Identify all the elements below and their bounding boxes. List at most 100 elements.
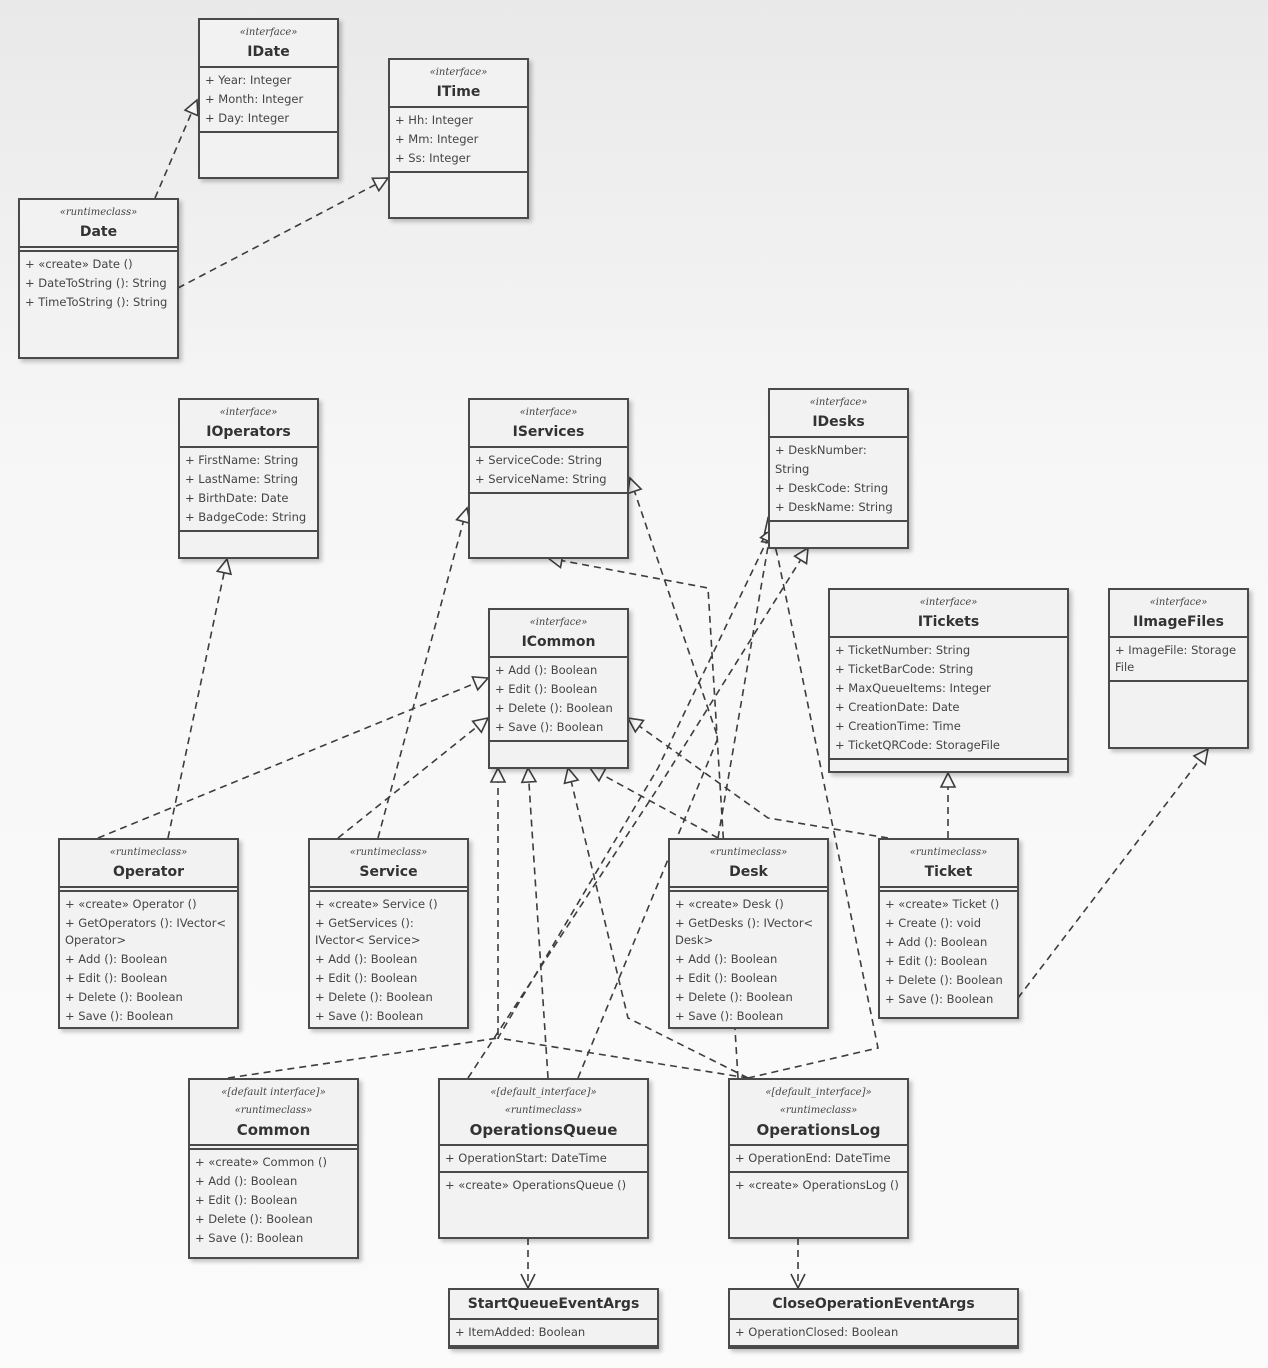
- operation[interactable]: + TimeToString (): String: [25, 295, 168, 309]
- attribute[interactable]: + TicketQRCode: StorageFile: [835, 738, 1000, 752]
- operation[interactable]: + Save (): Boolean: [675, 1009, 784, 1023]
- class-close-operation-event-args[interactable]: CloseOperationEventArgs + OperationClosed…: [728, 1288, 1019, 1349]
- operation[interactable]: + GetOperators (): IVector< Operator>: [65, 916, 227, 947]
- operation[interactable]: + «create» OperationsLog (): [735, 1178, 899, 1192]
- attribute[interactable]: + TicketNumber: String: [835, 643, 971, 657]
- operation[interactable]: + Edit (): Boolean: [65, 971, 168, 985]
- attribute[interactable]: + Year: Integer: [205, 73, 292, 87]
- attribute[interactable]: + BadgeCode: String: [185, 510, 307, 524]
- operation[interactable]: + Delete (): Boolean: [675, 990, 793, 1004]
- operation[interactable]: + «create» OperationsQueue (): [445, 1178, 627, 1192]
- relation-oplog-to-idesks[interactable]: [496, 527, 774, 1079]
- operation[interactable]: + Add (): Boolean: [675, 952, 778, 966]
- relation-operator-to-icommon[interactable]: [97, 677, 489, 839]
- attribute[interactable]: + ImageFile: Storage File: [1115, 643, 1237, 674]
- operation[interactable]: + «create» Common (): [195, 1155, 327, 1169]
- class-name[interactable]: IDesks: [812, 414, 865, 430]
- class-name[interactable]: IDate: [247, 44, 290, 60]
- class-name[interactable]: Desk: [729, 864, 768, 880]
- class-idesks[interactable]: «interface»IDesks+ DeskNumber: String+ D…: [768, 388, 909, 549]
- operation[interactable]: + DateToString (): String: [25, 276, 167, 290]
- relation-oplog-to-icommon[interactable]: [567, 767, 749, 1079]
- attribute[interactable]: + Save (): Boolean: [495, 720, 604, 734]
- relation-desk-to-idesks[interactable]: [717, 528, 772, 839]
- class-name[interactable]: ITime: [436, 84, 481, 100]
- attribute[interactable]: + OperationClosed: Boolean: [735, 1325, 899, 1339]
- attribute[interactable]: + ServiceName: String: [475, 472, 607, 486]
- class-desk[interactable]: «runtimeclass»Desk+ «create» Desk ()+ Ge…: [668, 838, 829, 1029]
- class-ticket[interactable]: «runtimeclass»Ticket+ «create» Ticket ()…: [878, 838, 1019, 1019]
- attribute[interactable]: + CreationDate: Date: [835, 700, 960, 714]
- operation[interactable]: + Delete (): Boolean: [195, 1212, 313, 1226]
- operation[interactable]: + Add (): Boolean: [65, 952, 168, 966]
- operation[interactable]: + Save (): Boolean: [65, 1009, 174, 1023]
- class-operations-queue[interactable]: «[default_interface]»«runtimeclass»Opera…: [438, 1078, 649, 1239]
- relation-opqueue-to-iservices[interactable]: [577, 477, 719, 1079]
- class-service[interactable]: «runtimeclass»Service+ «create» Service …: [308, 838, 469, 1029]
- relation-ticket-to-iimagefiles[interactable]: [1017, 748, 1209, 999]
- class-start-queue-event-args[interactable]: StartQueueEventArgs+ ItemAdded: Boolean: [448, 1288, 659, 1349]
- class-name[interactable]: OperationsLog: [756, 1121, 881, 1139]
- class-operations-log[interactable]: «[default_interface]»«runtimeclass»Opera…: [728, 1078, 909, 1239]
- operation[interactable]: + GetDesks (): IVector< Desk>: [675, 916, 814, 947]
- operation[interactable]: + Edit (): Boolean: [195, 1193, 298, 1207]
- attribute[interactable]: + MaxQueueItems: Integer: [835, 681, 991, 695]
- class-ioperators[interactable]: «interface»IOperators+ FirstName: String…: [178, 398, 319, 559]
- class-itickets[interactable]: «interface»ITickets+ TicketNumber: Strin…: [828, 588, 1069, 773]
- operation[interactable]: + Save (): Boolean: [195, 1231, 304, 1245]
- relation-opqueue-to-icommon[interactable]: [527, 767, 549, 1079]
- class-name[interactable]: OperationsQueue: [469, 1121, 618, 1139]
- class-common[interactable]: «[default interface]»«runtimeclass»Commo…: [188, 1078, 359, 1259]
- operation[interactable]: + Add (): Boolean: [195, 1174, 298, 1188]
- class-name[interactable]: Operator: [113, 864, 184, 880]
- attribute[interactable]: + Add (): Boolean: [495, 663, 598, 677]
- class-name[interactable]: Ticket: [924, 864, 973, 880]
- relation-date-to-idate[interactable]: [154, 99, 198, 199]
- class-date[interactable]: «runtimeclass»Date+ «create» Date ()+ Da…: [18, 198, 179, 359]
- attribute[interactable]: + FirstName: String: [185, 453, 299, 467]
- operation[interactable]: + Edit (): Boolean: [675, 971, 778, 985]
- class-itime[interactable]: «interface»ITime+ Hh: Integer+ Mm: Integ…: [388, 58, 529, 219]
- class-name[interactable]: CloseOperationEventArgs: [772, 1296, 975, 1312]
- operation[interactable]: + «create» Service (): [315, 897, 438, 911]
- class-iimagefiles[interactable]: «interface»IImageFiles+ ImageFile: Stora…: [1108, 588, 1249, 749]
- relation-operator-to-ioperators[interactable]: [167, 558, 228, 839]
- class-name[interactable]: ITickets: [917, 614, 980, 630]
- operation[interactable]: + GetServices (): IVector< Service>: [315, 916, 421, 947]
- relation-ticket-to-icommon[interactable]: [627, 717, 889, 839]
- attribute[interactable]: + LastName: String: [185, 472, 299, 486]
- relation-service-to-iservices[interactable]: [377, 507, 468, 839]
- operation[interactable]: + «create» Desk (): [675, 897, 784, 911]
- class-idate[interactable]: «interface»IDate+ Year: Integer+ Month: …: [198, 18, 339, 179]
- class-name[interactable]: StartQueueEventArgs: [467, 1296, 640, 1312]
- class-name[interactable]: IServices: [512, 424, 585, 440]
- operation[interactable]: + Save (): Boolean: [315, 1009, 424, 1023]
- class-name[interactable]: ICommon: [521, 634, 596, 650]
- operation[interactable]: + Delete (): Boolean: [885, 973, 1003, 987]
- relation-desk-to-icommon[interactable]: [589, 767, 719, 839]
- attribute[interactable]: + Ss: Integer: [395, 151, 471, 165]
- operation[interactable]: + «create» Ticket (): [885, 897, 1000, 911]
- class-name[interactable]: Date: [79, 224, 118, 240]
- operation[interactable]: + Add (): Boolean: [885, 935, 988, 949]
- attribute[interactable]: + DeskName: String: [775, 500, 893, 514]
- relation-service-to-icommon[interactable]: [337, 717, 489, 839]
- class-name[interactable]: IImageFiles: [1133, 614, 1224, 630]
- class-name[interactable]: Common: [236, 1121, 311, 1139]
- class-icommon[interactable]: «interface»ICommon+ Add (): Boolean+ Edi…: [488, 608, 629, 769]
- operation[interactable]: + Edit (): Boolean: [315, 971, 418, 985]
- operation[interactable]: + Edit (): Boolean: [885, 954, 988, 968]
- class-iservices[interactable]: «interface»IServices+ ServiceCode: Strin…: [468, 398, 629, 559]
- relation-date-to-itime[interactable]: [177, 177, 389, 289]
- operation[interactable]: + Save (): Boolean: [885, 992, 994, 1006]
- operation[interactable]: + «create» Operator (): [65, 897, 197, 911]
- operation[interactable]: + Add (): Boolean: [315, 952, 418, 966]
- class-name[interactable]: IOperators: [206, 424, 291, 440]
- attribute[interactable]: + BirthDate: Date: [185, 491, 289, 505]
- attribute[interactable]: + CreationTime: Time: [835, 719, 961, 733]
- attribute[interactable]: + OperationEnd: DateTime: [735, 1151, 891, 1165]
- relation-common-to-icommon[interactable]: [227, 768, 499, 1079]
- class-name[interactable]: Service: [359, 864, 418, 880]
- attribute[interactable]: + Mm: Integer: [395, 132, 479, 146]
- attribute[interactable]: + Month: Integer: [205, 92, 304, 106]
